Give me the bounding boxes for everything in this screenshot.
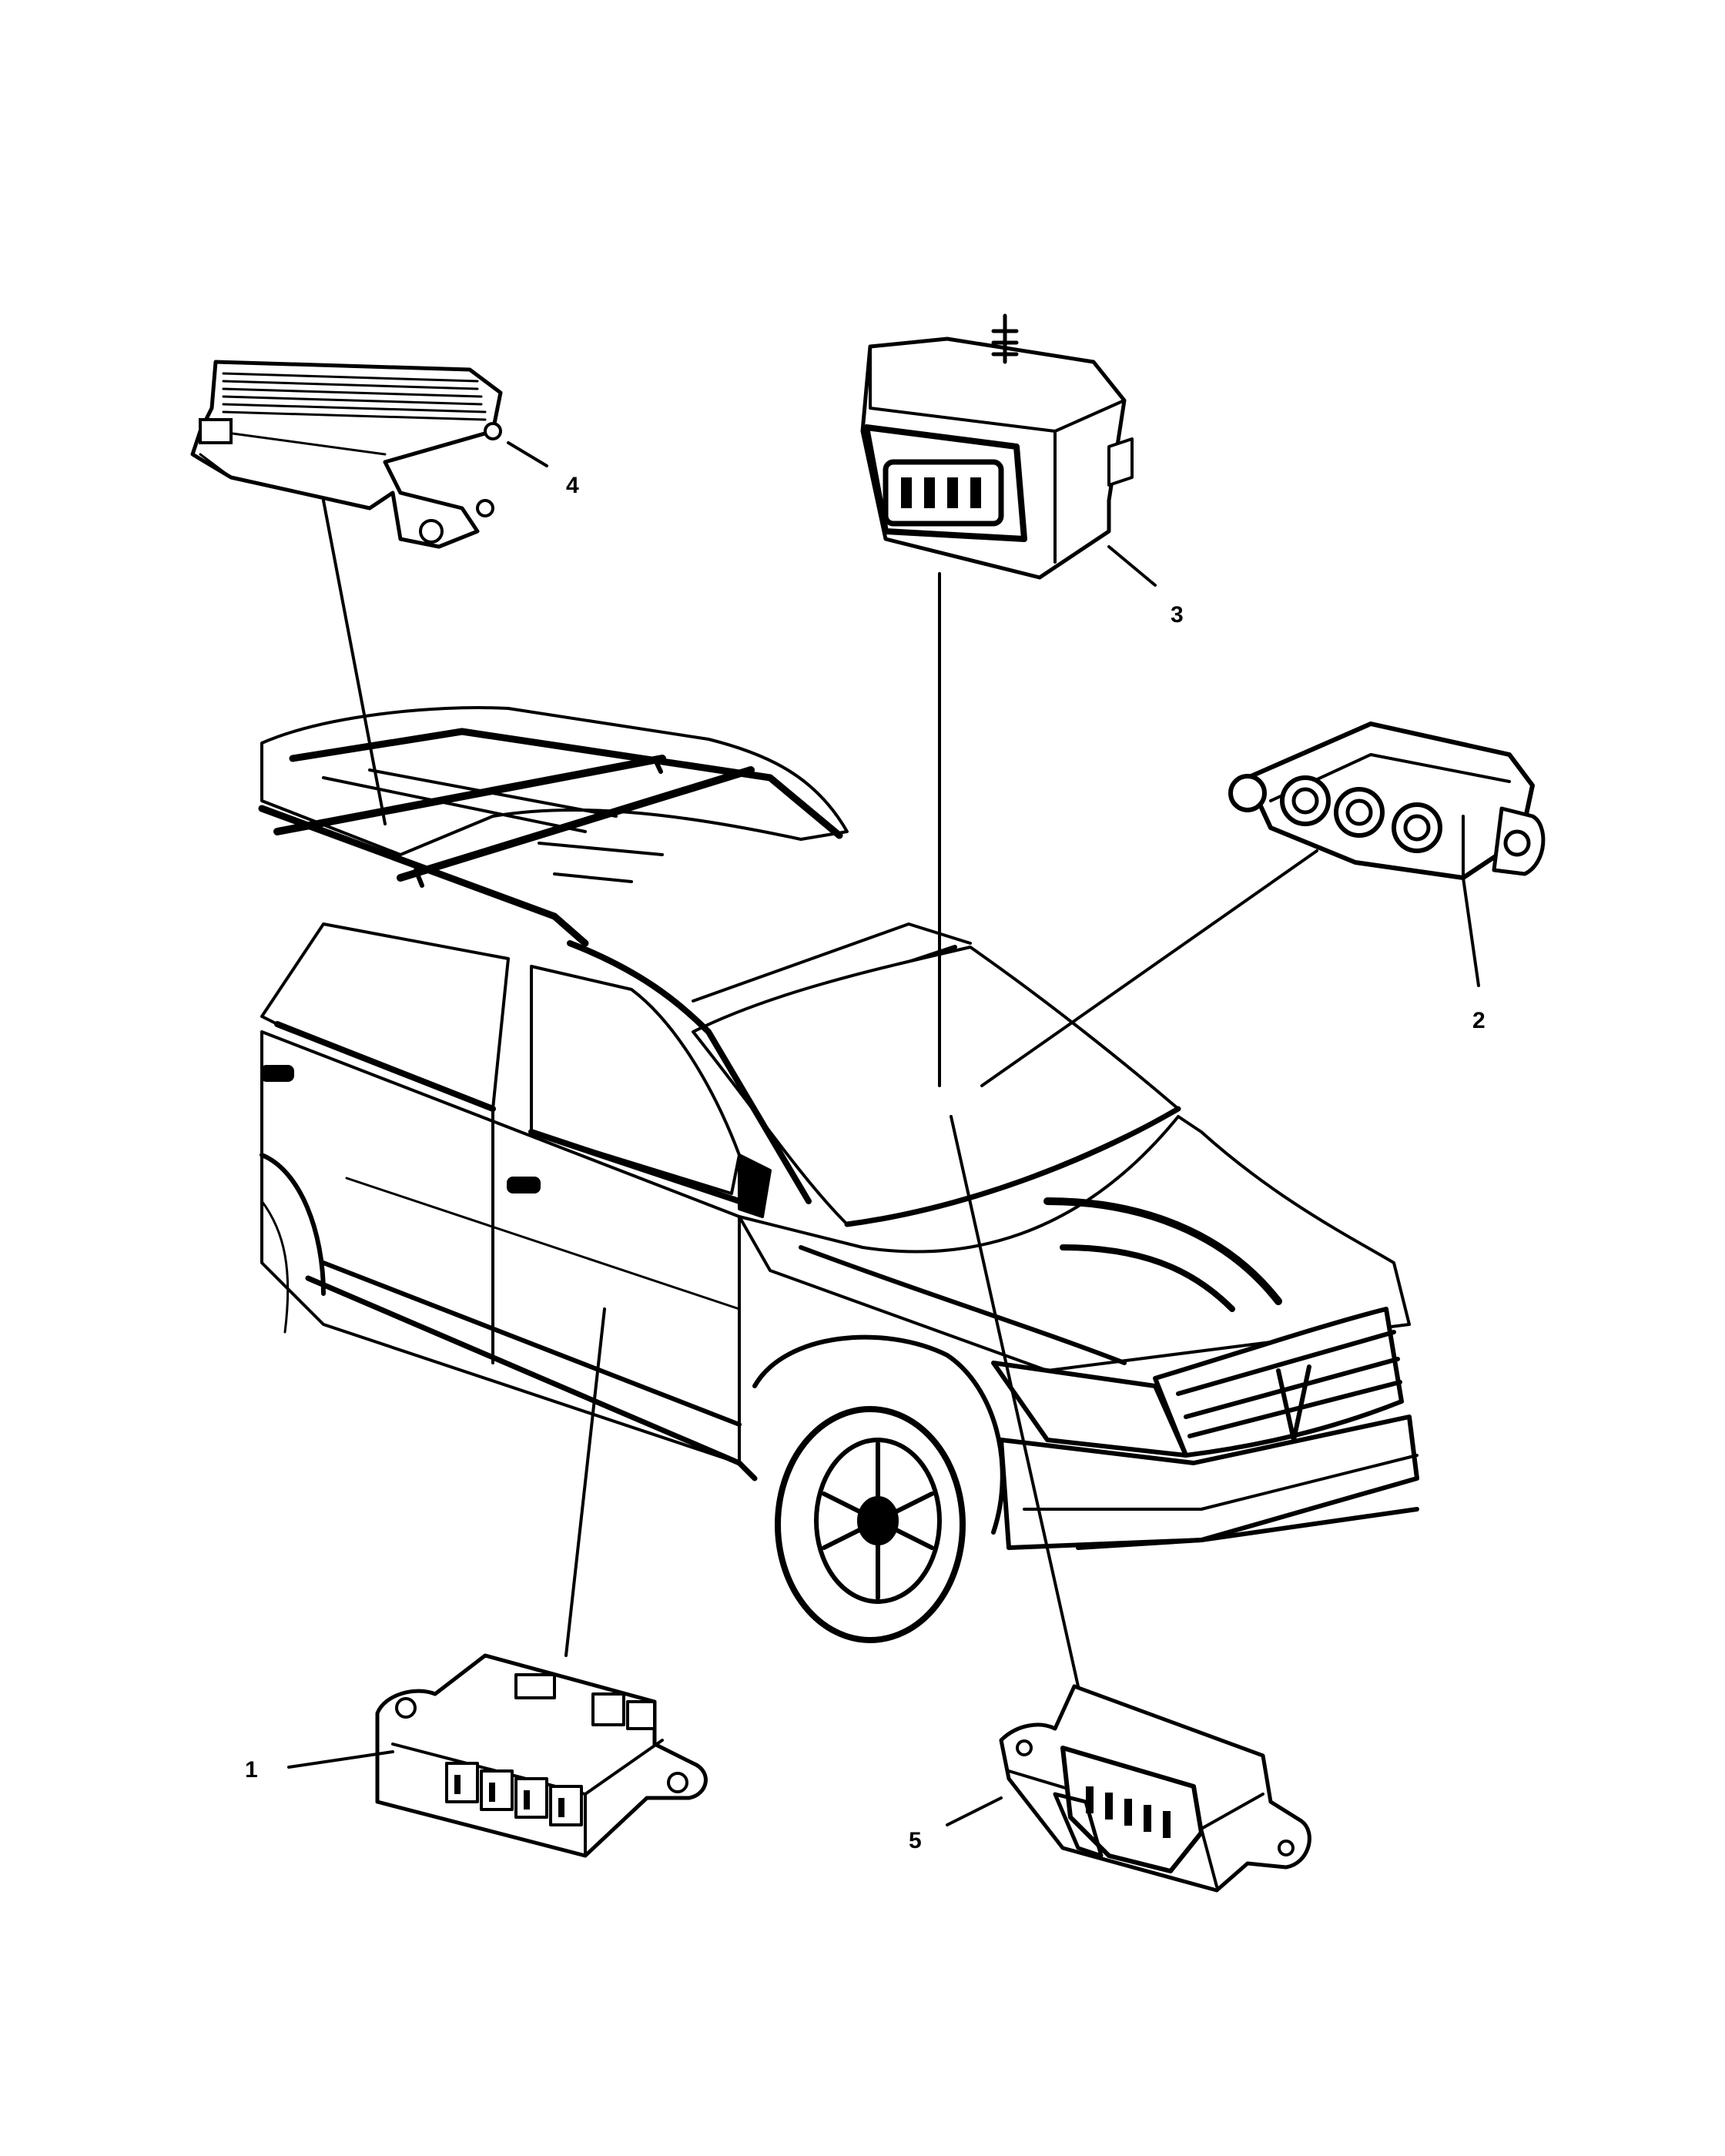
callout-labels: 4 3 2 1 5 xyxy=(245,473,1486,1853)
callout-2: 2 xyxy=(1472,1008,1486,1033)
module-5 xyxy=(999,1684,1311,1893)
callout-pointer-3 xyxy=(1107,545,1157,587)
module-1 xyxy=(375,1653,708,1858)
leader-line-module-1 xyxy=(564,1307,606,1657)
module-4 xyxy=(190,360,503,549)
callout-3: 3 xyxy=(1171,602,1184,628)
callout-4: 4 xyxy=(566,473,579,498)
callout-pointer-1 xyxy=(287,1750,394,1769)
callout-pointer-2 xyxy=(1462,876,1480,987)
callout-5: 5 xyxy=(909,1828,922,1853)
leader-line-module-5 xyxy=(950,1115,1080,1688)
vehicle-illustration xyxy=(258,706,1419,1643)
callout-pointer-5 xyxy=(946,1796,1003,1826)
leader-line-module-4 xyxy=(322,499,387,825)
leader-lines xyxy=(287,441,1480,1826)
callout-1: 1 xyxy=(245,1757,258,1783)
leader-line-module-2 xyxy=(980,849,1318,1087)
callout-pointer-4 xyxy=(507,441,548,467)
module-3 xyxy=(860,313,1134,580)
module-2 xyxy=(1228,721,1546,880)
